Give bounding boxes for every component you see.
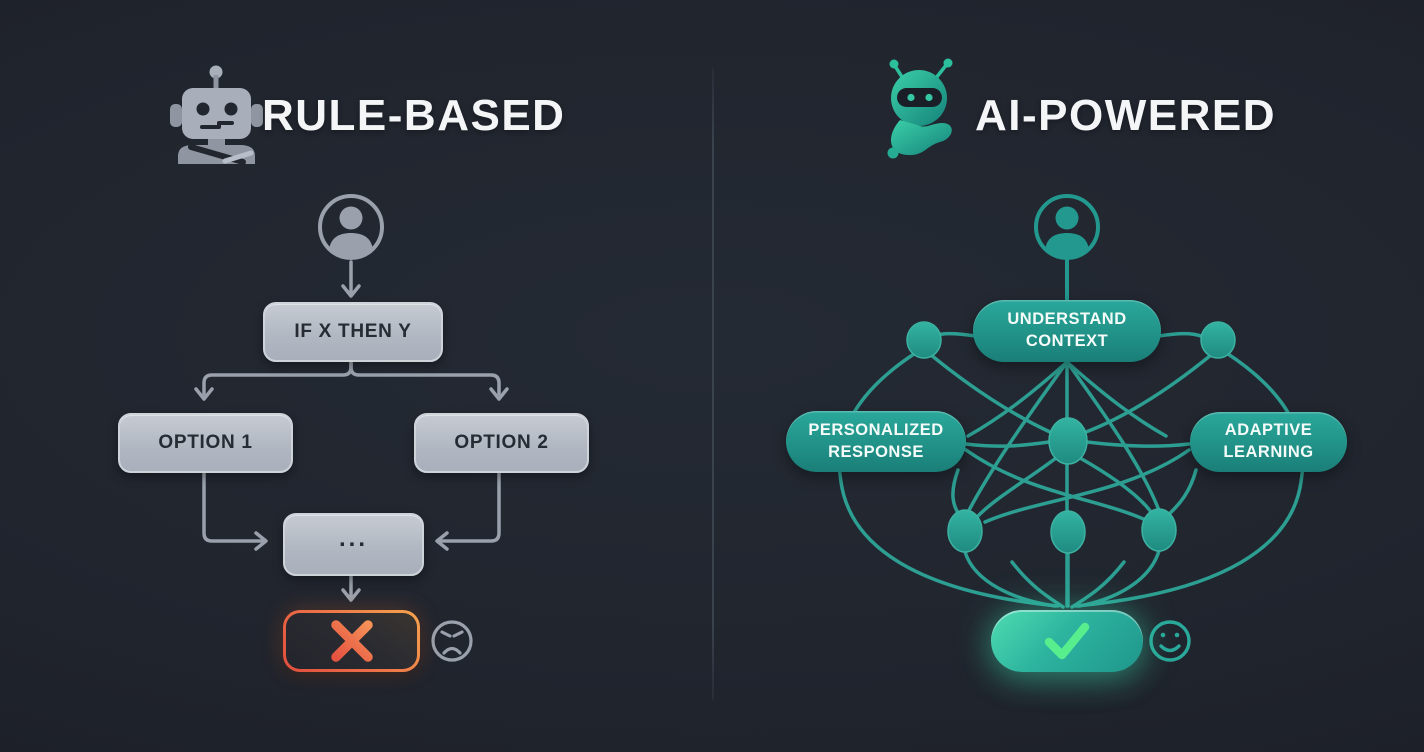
option1-box: OPTION 1 [118, 413, 293, 473]
pill-line: CONTEXT [1025, 332, 1109, 350]
success-result-box [991, 610, 1143, 672]
ellipsis-box: ... [283, 513, 424, 576]
node-bottom-left [947, 509, 983, 553]
ellipsis-label: ... [338, 524, 368, 552]
fail-result-box [283, 610, 420, 672]
node-bottom-center [1050, 510, 1086, 554]
pill-line: LEARNING [1223, 443, 1314, 461]
node-top-right [1200, 321, 1236, 359]
x-mark-icon [330, 620, 373, 662]
ai-powered-network [837, 58, 1305, 662]
node-bottom-right [1141, 508, 1177, 552]
ai-powered-title: AI-POWERED [975, 91, 1276, 140]
flow-arrows [194, 260, 509, 602]
personalized-response-pill: PERSONALIZED RESPONSE [786, 411, 966, 472]
user-avatar-icon-teal [1034, 194, 1100, 303]
robot-icon-gray [170, 65, 263, 165]
condition-label: IF X THEN Y [294, 321, 412, 342]
option2-label: OPTION 2 [454, 432, 549, 453]
pill-line: ADAPTIVE [1224, 421, 1313, 440]
node-top-left [906, 321, 942, 359]
node-center [1048, 417, 1088, 465]
condition-box: IF X THEN Y [263, 302, 443, 362]
understand-context-pill: UNDERSTAND CONTEXT [973, 300, 1161, 362]
sad-face-icon [431, 620, 473, 662]
network-nodes [906, 321, 1236, 554]
rule-based-flowchart [170, 65, 509, 662]
option1-label: OPTION 1 [158, 432, 253, 453]
check-mark-icon [1044, 622, 1090, 660]
happy-face-icon [1149, 620, 1191, 662]
pill-line: RESPONSE [828, 442, 924, 461]
user-avatar-icon [318, 194, 384, 260]
fail-result-inner [286, 613, 417, 669]
robot-icon-teal [887, 58, 953, 159]
pill-line: UNDERSTAND [1007, 310, 1127, 329]
pill-line: PERSONALIZED [808, 420, 944, 439]
rule-based-title: RULE-BASED [262, 91, 566, 140]
adaptive-learning-pill: ADAPTIVE LEARNING [1190, 412, 1347, 472]
option2-box: OPTION 2 [414, 413, 589, 473]
panel-divider [712, 68, 714, 700]
